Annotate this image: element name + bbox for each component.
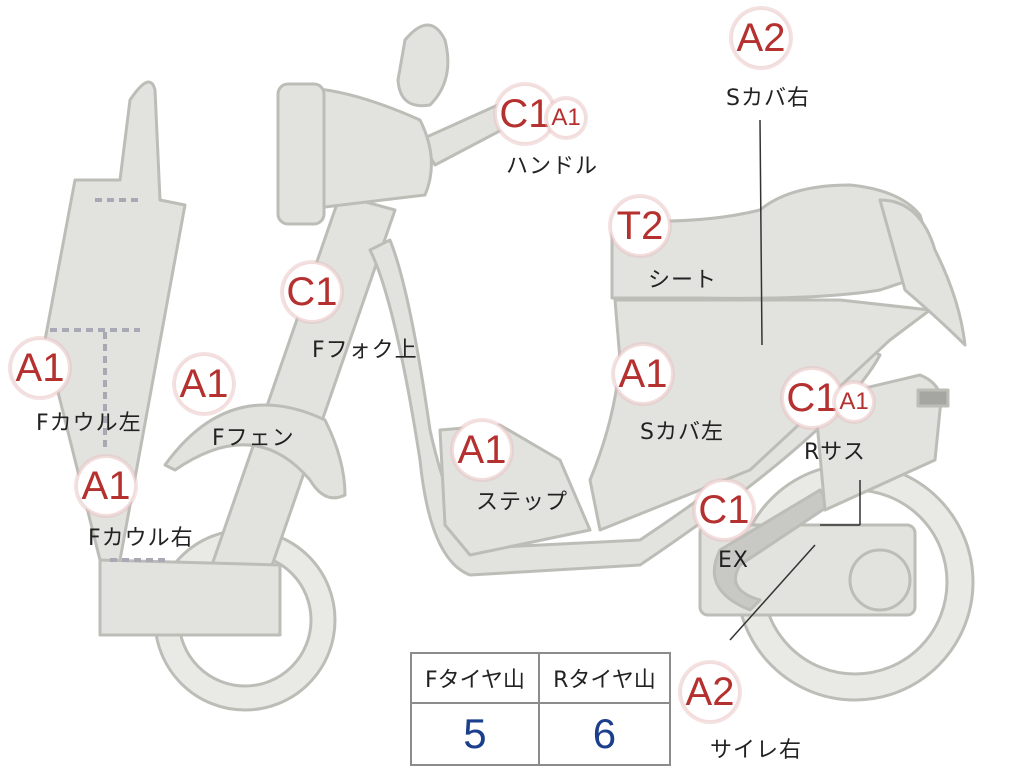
grade-badge-r-sus: C1	[784, 370, 840, 426]
grade-badge-f-cowl-left: A1	[12, 340, 68, 396]
part-label-f-cowl-right: Fカウル右	[88, 526, 194, 551]
grade-badge-f-fork-upper: C1	[284, 264, 340, 320]
grade-badge-f-cowl-right: A1	[78, 458, 134, 514]
part-label-handle: ハンドル	[506, 154, 599, 179]
rear-tire-header: Rタイヤ山	[537, 652, 672, 704]
headlight	[396, 23, 450, 108]
grade-badge-step: A1	[454, 422, 510, 478]
front-fork	[203, 193, 397, 602]
part-label-silencer-right: サイレ右	[710, 738, 803, 763]
grade-badge-seat: T2	[612, 198, 668, 254]
grade-badge-handle: C1	[497, 86, 553, 142]
front-tire-header: Fタイヤ山	[410, 652, 540, 704]
part-label-ex: EX	[718, 548, 749, 573]
grade-badge-handle-secondary: A1	[548, 100, 584, 136]
grade-badge-f-fender: A1	[176, 356, 232, 412]
grade-badge-ex: C1	[696, 482, 752, 538]
grade-badge-silencer-right: A2	[682, 664, 738, 720]
part-label-r-sus: Rサス	[804, 440, 866, 465]
rear-tire-value: 6	[537, 702, 672, 766]
part-label-seat: シート	[648, 268, 718, 293]
front-tire-value: 5	[410, 702, 540, 766]
part-label-f-fork-upper: Fフォク上	[312, 338, 418, 363]
grade-badge-s-cover-right: A2	[733, 10, 789, 66]
seat	[610, 183, 928, 300]
grade-badge-r-sus-secondary: A1	[836, 384, 872, 420]
part-label-f-fender: Fフェン	[212, 426, 295, 451]
front-fender	[163, 403, 347, 500]
part-label-s-cover-left: Sカバ左	[640, 420, 724, 445]
part-label-f-cowl-left: Fカウル左	[36, 411, 142, 436]
tire-tread-table: Fタイヤ山 Rタイヤ山 5 6	[410, 652, 672, 766]
part-label-s-cover-right: Sカバ右	[726, 86, 810, 111]
part-label-step: ステップ	[476, 490, 569, 515]
grade-badge-s-cover-left: A1	[615, 346, 671, 402]
